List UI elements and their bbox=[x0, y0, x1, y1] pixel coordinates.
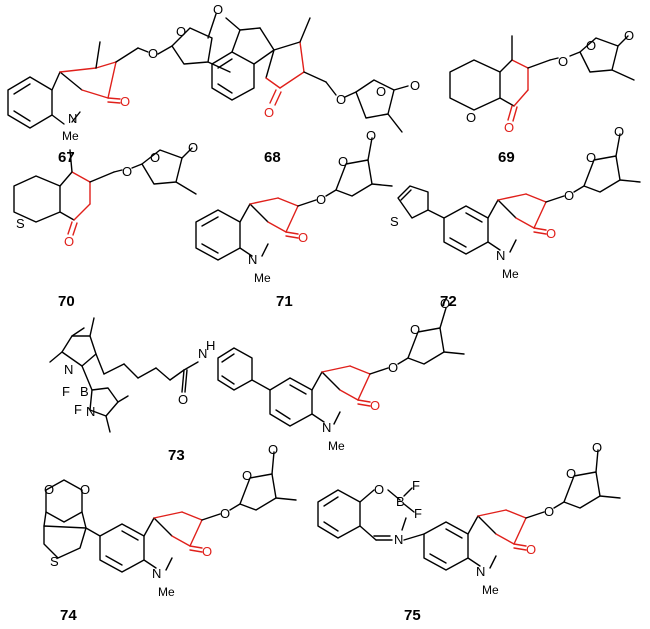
atom-me: Me bbox=[62, 129, 79, 143]
atom-o: O bbox=[176, 24, 186, 39]
atom-o: O bbox=[336, 92, 346, 107]
atom-o: O bbox=[220, 506, 230, 521]
atom-b: B bbox=[80, 384, 89, 399]
atom-me: Me bbox=[254, 271, 271, 285]
atom-o: O bbox=[566, 466, 576, 481]
atom-f: F bbox=[412, 478, 420, 493]
atom-n: N bbox=[68, 111, 77, 126]
atom-o: O bbox=[624, 28, 634, 43]
atom-o: O bbox=[338, 154, 348, 169]
compound-label: 68 bbox=[264, 149, 281, 166]
compound-label: 67 bbox=[58, 149, 75, 166]
atom-o: O bbox=[44, 482, 54, 497]
compound-69 bbox=[449, 35, 635, 122]
atom-o: O bbox=[242, 468, 252, 483]
atom-o: O bbox=[410, 322, 420, 337]
atom-s: S bbox=[16, 216, 25, 231]
atom-h: H bbox=[206, 338, 215, 353]
atom-o: O bbox=[374, 482, 384, 497]
compound-72 bbox=[397, 133, 641, 255]
atom-o: O bbox=[376, 84, 386, 99]
compound-73 bbox=[49, 307, 465, 433]
atom-b: B bbox=[396, 494, 405, 509]
compound-label: 72 bbox=[440, 293, 457, 310]
atom-o: O bbox=[316, 192, 326, 207]
atom-me: Me bbox=[328, 439, 345, 453]
compound-label: 75 bbox=[404, 607, 421, 624]
atom-o: O bbox=[558, 54, 568, 69]
atom-n: N bbox=[86, 404, 95, 419]
atom-o: O bbox=[586, 38, 596, 53]
atom-n: N bbox=[152, 566, 161, 581]
atom-n: N bbox=[64, 362, 73, 377]
atom-o: O bbox=[178, 392, 188, 407]
atom-o: O bbox=[388, 360, 398, 375]
compound-67 bbox=[7, 13, 231, 129]
atom-f: F bbox=[62, 384, 70, 399]
atom-o: O bbox=[440, 296, 450, 311]
atom-o: O bbox=[586, 150, 596, 165]
atom-o: O bbox=[268, 442, 278, 457]
compound-label: 70 bbox=[58, 293, 75, 310]
atom-o: O bbox=[366, 128, 376, 143]
compound-70 bbox=[13, 147, 197, 236]
atom-n: N bbox=[394, 532, 403, 547]
atom-o: O bbox=[592, 440, 602, 455]
compound-75 bbox=[317, 449, 621, 571]
atom-o: O bbox=[120, 94, 130, 109]
atom-n: N bbox=[248, 252, 257, 267]
atom-me: Me bbox=[482, 583, 499, 597]
atom-o: O bbox=[504, 120, 514, 135]
compound-74 bbox=[43, 451, 297, 573]
atom-n: N bbox=[322, 420, 331, 435]
atom-o: O bbox=[564, 188, 574, 203]
atom-o: O bbox=[298, 230, 308, 245]
atom-o: O bbox=[410, 78, 420, 93]
compound-68 bbox=[211, 17, 409, 133]
atom-f: F bbox=[74, 402, 82, 417]
atom-o: O bbox=[614, 124, 624, 139]
atom-n: N bbox=[198, 346, 207, 361]
atom-n: N bbox=[496, 248, 505, 263]
atom-me: Me bbox=[502, 267, 519, 281]
atom-o: O bbox=[544, 504, 554, 519]
atom-o: O bbox=[148, 46, 158, 61]
atom-o: O bbox=[466, 110, 476, 125]
atom-o: O bbox=[188, 140, 198, 155]
atom-o: O bbox=[370, 398, 380, 413]
atom-o: O bbox=[122, 164, 132, 179]
compound-label: 71 bbox=[276, 293, 293, 310]
atom-o: O bbox=[202, 544, 212, 559]
atom-me: Me bbox=[158, 585, 175, 599]
atom-o: O bbox=[80, 482, 90, 497]
atom-f: F bbox=[414, 506, 422, 521]
atom-o: O bbox=[264, 105, 274, 120]
compound-label: 74 bbox=[60, 607, 77, 624]
atom-o: O bbox=[213, 2, 223, 17]
atom-o: O bbox=[150, 150, 160, 165]
compound-label: 73 bbox=[168, 447, 185, 464]
atom-s: S bbox=[50, 554, 59, 569]
atom-o: O bbox=[64, 234, 74, 249]
atom-o: O bbox=[546, 226, 556, 241]
atom-s: S bbox=[390, 214, 399, 229]
atom-o: O bbox=[526, 542, 536, 557]
compound-label: 69 bbox=[498, 149, 515, 166]
atom-n: N bbox=[476, 564, 485, 579]
compound-71 bbox=[195, 137, 393, 261]
